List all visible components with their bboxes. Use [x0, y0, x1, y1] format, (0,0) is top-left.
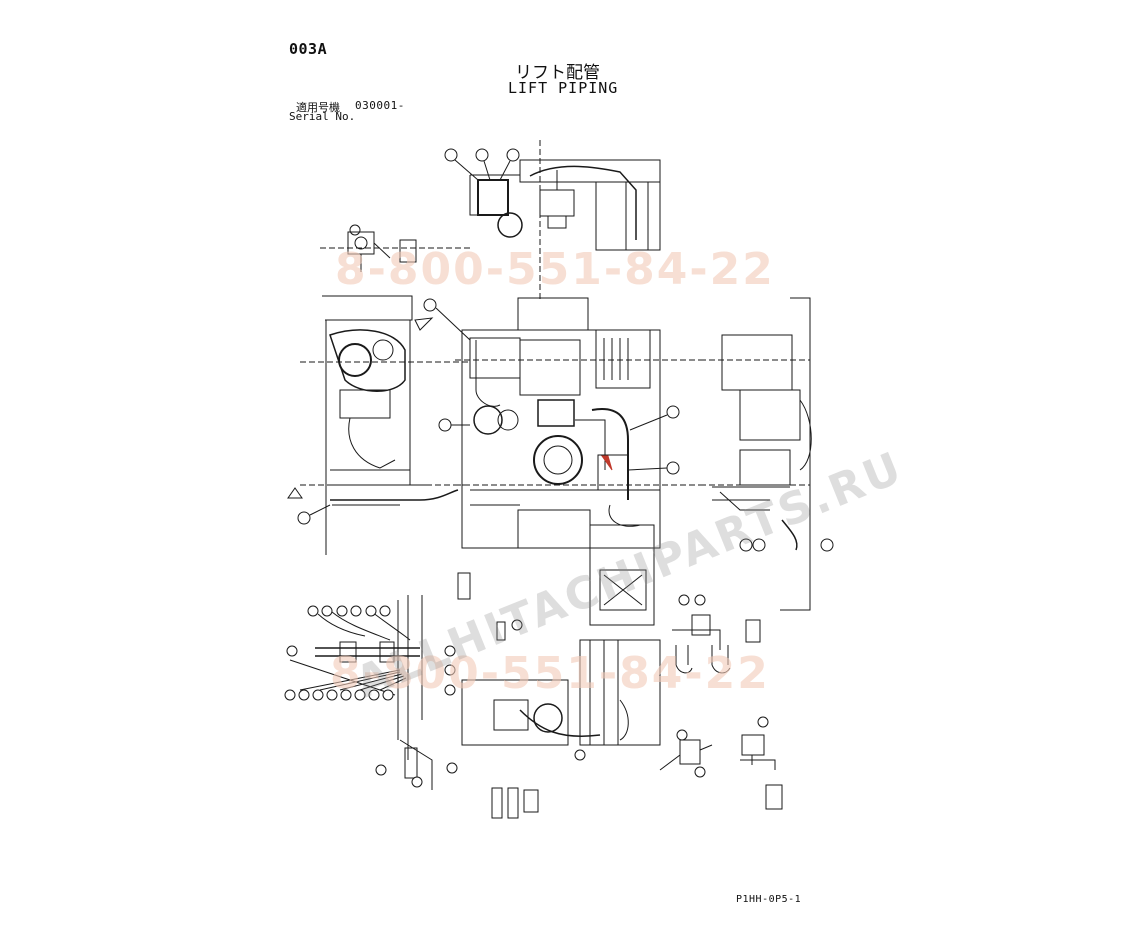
bottom-center-view	[461, 619, 661, 761]
title-japanese: リフト配管	[515, 63, 600, 83]
serial-label-japanese: 適用号機	[296, 101, 340, 114]
serial-number: 030001-	[355, 99, 405, 112]
center-plan-view	[423, 297, 700, 549]
bottom-right-valve-detail	[659, 716, 783, 810]
left-side-view	[287, 295, 470, 555]
bottom-left-small-detail	[457, 572, 539, 819]
left-lower-detail	[284, 595, 458, 790]
top-valve-view	[444, 140, 661, 300]
watermark-phone-bottom: 8-800-551-84-22	[330, 648, 770, 699]
right-side-view	[700, 297, 834, 611]
drawing-number: P1HH-0P5-1	[736, 894, 802, 905]
watermark-phone-top: 8-800-551-84-22	[335, 244, 775, 295]
right-lower-valve-detail	[672, 594, 761, 674]
serial-label-english: Serial No.	[289, 110, 356, 123]
title-english: LIFT PIPING	[508, 79, 619, 97]
page-code: 003A	[289, 40, 328, 58]
left-small-view	[320, 224, 470, 272]
center-lower-frame	[589, 524, 655, 626]
